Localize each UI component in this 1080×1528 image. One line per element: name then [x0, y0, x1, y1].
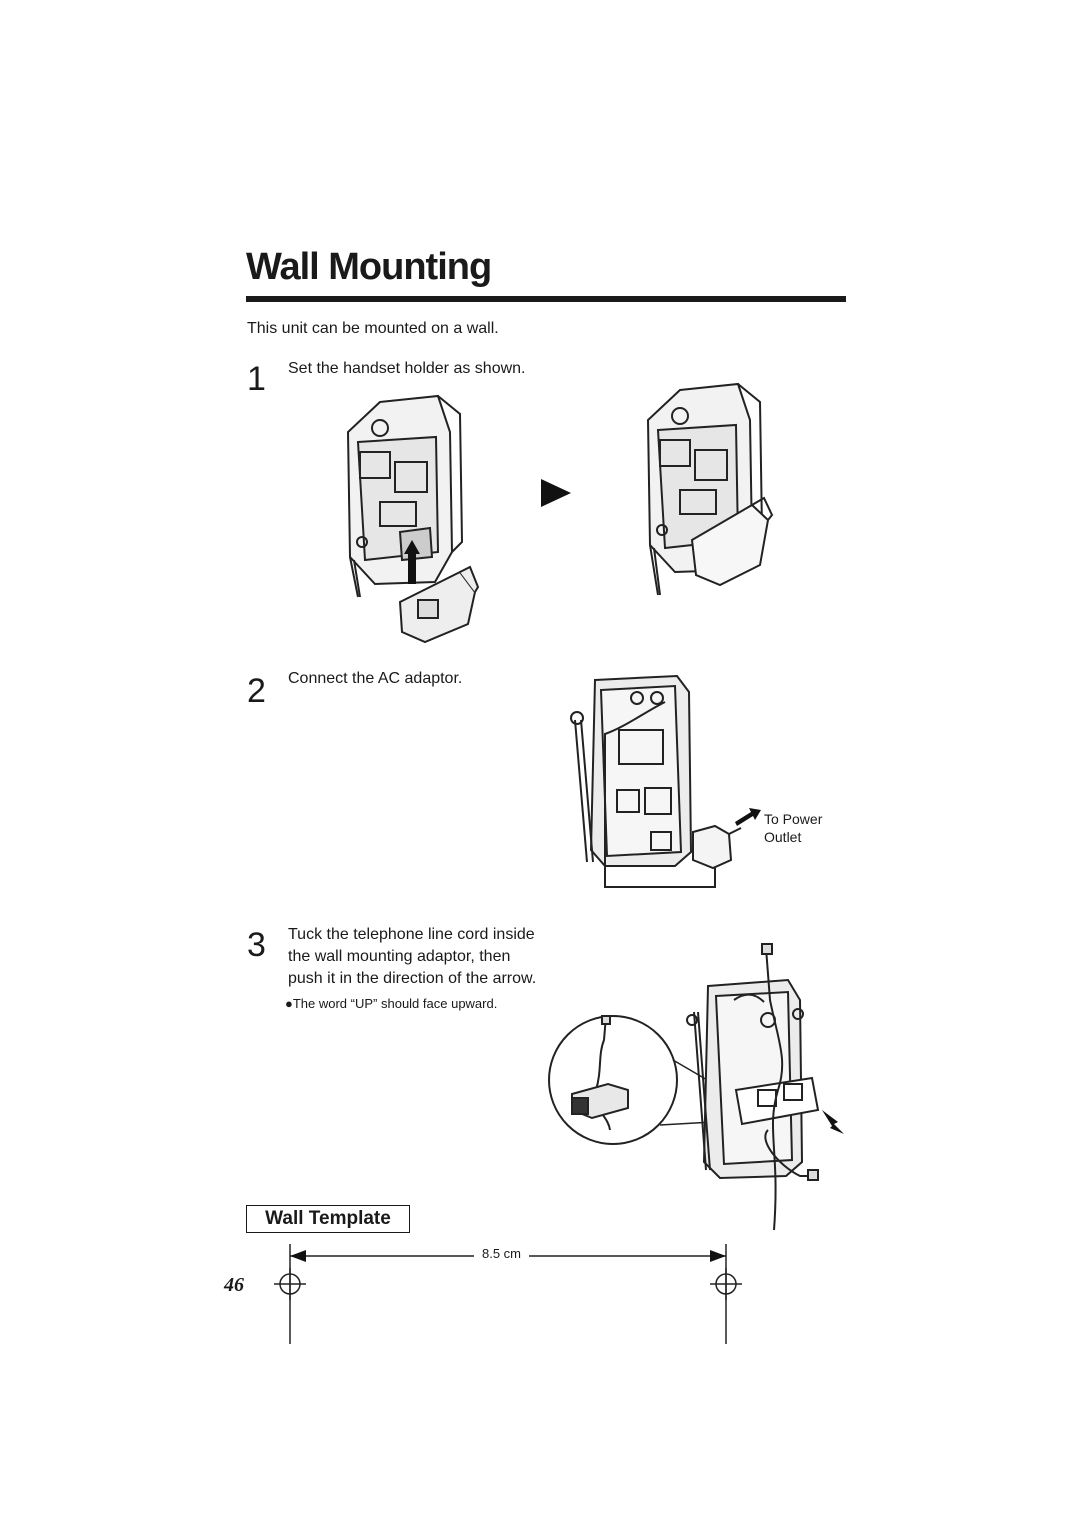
step-1-base-before-illustration — [346, 394, 480, 644]
step-1-base-after-illustration — [646, 382, 774, 596]
step-2-number: 2 — [247, 672, 266, 710]
wall-template-heading: Wall Template — [246, 1205, 410, 1233]
page-number: 46 — [224, 1274, 244, 1296]
wall-template-dimension-label: 8.5 cm — [474, 1246, 530, 1261]
step-3-text-line2: the wall mounting adaptor, then — [288, 948, 511, 965]
to-power-label-line1: To Power — [764, 811, 823, 827]
step-2-text: Connect the AC adaptor. — [288, 670, 463, 687]
title-rule — [246, 296, 846, 302]
step-3-text-line3: push it in the direction of the arrow. — [288, 970, 537, 987]
right-triangle-arrow-icon — [541, 479, 571, 507]
step-2-ac-adaptor-illustration — [570, 674, 761, 888]
step-1-text: Set the handset holder as shown. — [288, 360, 526, 377]
intro-text: This unit can be mounted on a wall. — [247, 320, 499, 337]
page-title: Wall Mounting — [246, 246, 492, 288]
to-power-label-line2: Outlet — [764, 829, 802, 845]
step-1-number: 1 — [247, 360, 266, 398]
step-3-text-line1: Tuck the telephone line cord inside — [288, 926, 535, 943]
crosshair-mark-icon — [710, 1268, 742, 1300]
step-3-number: 3 — [247, 926, 266, 964]
step-3-cord-tuck-illustration — [548, 943, 844, 1231]
step-3-note: ●The word “UP” should face upward. — [285, 996, 498, 1011]
crosshair-mark-icon — [274, 1268, 306, 1300]
